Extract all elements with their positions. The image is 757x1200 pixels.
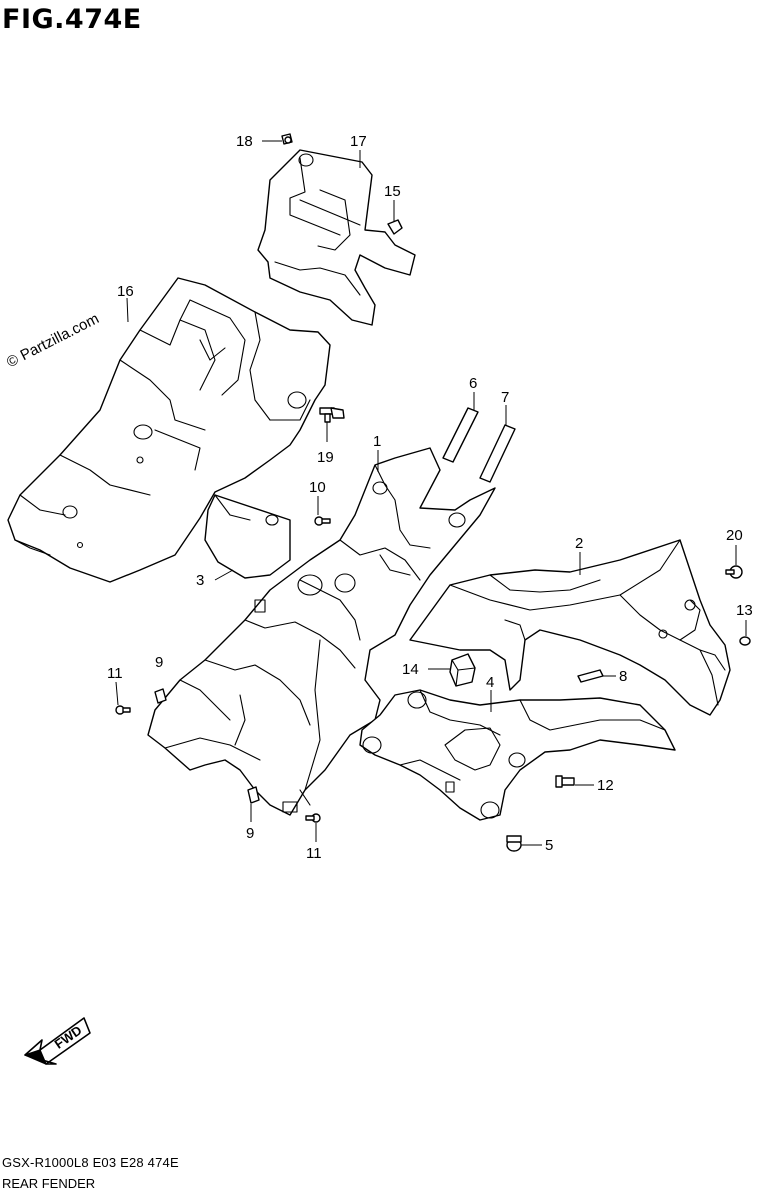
part-13-washer[interactable] [739,636,751,646]
part-17-bracket[interactable] [257,149,416,326]
part-6-pad[interactable] [442,407,479,463]
part-8-pad[interactable] [577,669,604,683]
callout-20[interactable]: 20 [726,527,743,544]
part-5-nut[interactable] [506,835,522,852]
callout-12[interactable]: 12 [597,777,614,794]
leader-lines [115,140,747,846]
part-19-clip[interactable] [319,407,345,423]
callout-14[interactable]: 14 [402,661,419,678]
callout-11-lower[interactable]: 11 [306,845,322,862]
callout-13[interactable]: 13 [736,602,753,619]
callout-6[interactable]: 6 [469,375,477,392]
part-14-block[interactable] [449,653,476,687]
callout-3[interactable]: 3 [196,572,204,589]
part-7-pad[interactable] [479,424,516,483]
part-11a-screw[interactable] [115,705,131,715]
part-3-splash-plate[interactable] [204,494,291,579]
part-15-cap[interactable] [387,219,403,235]
callout-1[interactable]: 1 [373,433,381,450]
callout-15[interactable]: 15 [384,183,401,200]
callout-9-upper[interactable]: 9 [155,654,163,671]
part-9b-clip[interactable] [247,786,260,804]
callout-17[interactable]: 17 [350,133,367,150]
figure-title: FIG.474E [2,4,142,35]
callout-5[interactable]: 5 [545,837,553,854]
footer-section-name: REAR FENDER [2,1176,96,1191]
callout-7[interactable]: 7 [501,389,509,406]
callout-16[interactable]: 16 [117,283,134,300]
part-18-bolt[interactable] [281,133,293,145]
callout-2[interactable]: 2 [575,535,583,552]
footer-model-code: GSX-R1000L8 E03 E28 474E [2,1155,179,1170]
part-16-inner-fender[interactable] [7,277,331,583]
callout-8[interactable]: 8 [619,668,627,685]
callout-18[interactable]: 18 [236,133,253,150]
part-12-bolt[interactable] [555,775,575,788]
part-4-bracket[interactable] [359,689,676,821]
part-11b-screw[interactable] [305,813,321,823]
part-1-rear-fender[interactable] [147,447,496,816]
part-2-tail-cover[interactable] [409,539,731,716]
part-9a-clip[interactable] [154,688,167,704]
part-20-bolt[interactable] [725,565,743,579]
callout-10[interactable]: 10 [309,479,326,496]
callout-labels: 18 17 15 16 6 7 1 19 10 2 20 3 13 9 14 8… [107,133,753,862]
callout-9-lower[interactable]: 9 [246,825,254,842]
callout-19[interactable]: 19 [317,449,334,466]
fwd-arrow-icon: FWD [24,1017,91,1065]
callout-11-left[interactable]: 11 [107,665,123,682]
part-10-bolt[interactable] [314,516,331,526]
callout-4[interactable]: 4 [486,674,494,691]
